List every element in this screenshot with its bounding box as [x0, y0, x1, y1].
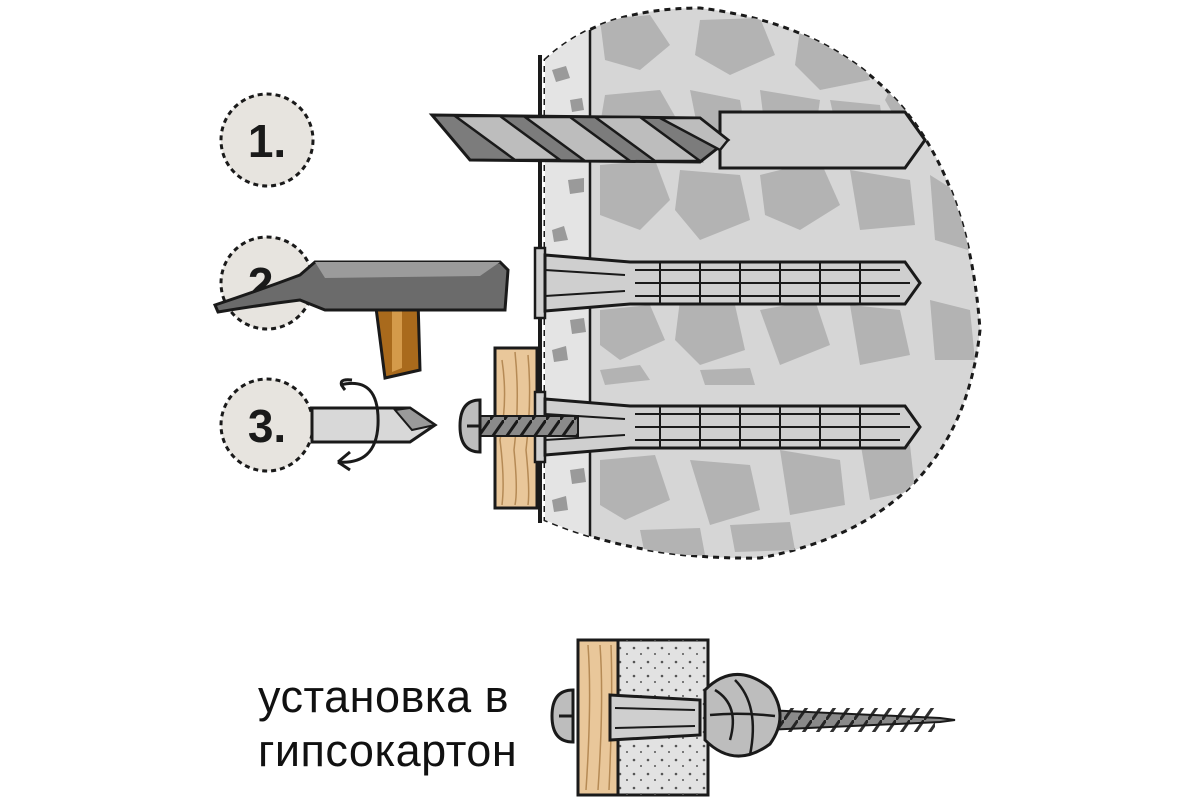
drywall-detail — [550, 638, 956, 797]
step-2: 2. — [212, 235, 922, 380]
screwdriver-icon — [310, 406, 438, 444]
caption-line-2: гипсокартон — [258, 725, 518, 776]
dowel-1 — [533, 246, 922, 320]
dowel-small — [608, 693, 702, 742]
step-1-badge — [219, 92, 315, 188]
step-1: 1. — [219, 92, 927, 188]
caption: установка в гипсокартон — [258, 670, 517, 778]
hammer-icon — [212, 260, 510, 380]
step-3-number: 3. — [248, 400, 286, 452]
rotation-arrow-icon — [337, 378, 380, 472]
step-3: 3. — [219, 346, 922, 510]
drill-bit-icon — [428, 110, 927, 170]
expanded-dowel-knot — [703, 673, 782, 758]
caption-line-1: установка в — [258, 671, 510, 722]
screw-1 — [458, 398, 579, 454]
dowel-2 — [533, 390, 922, 464]
step-1-number: 1. — [248, 115, 286, 167]
